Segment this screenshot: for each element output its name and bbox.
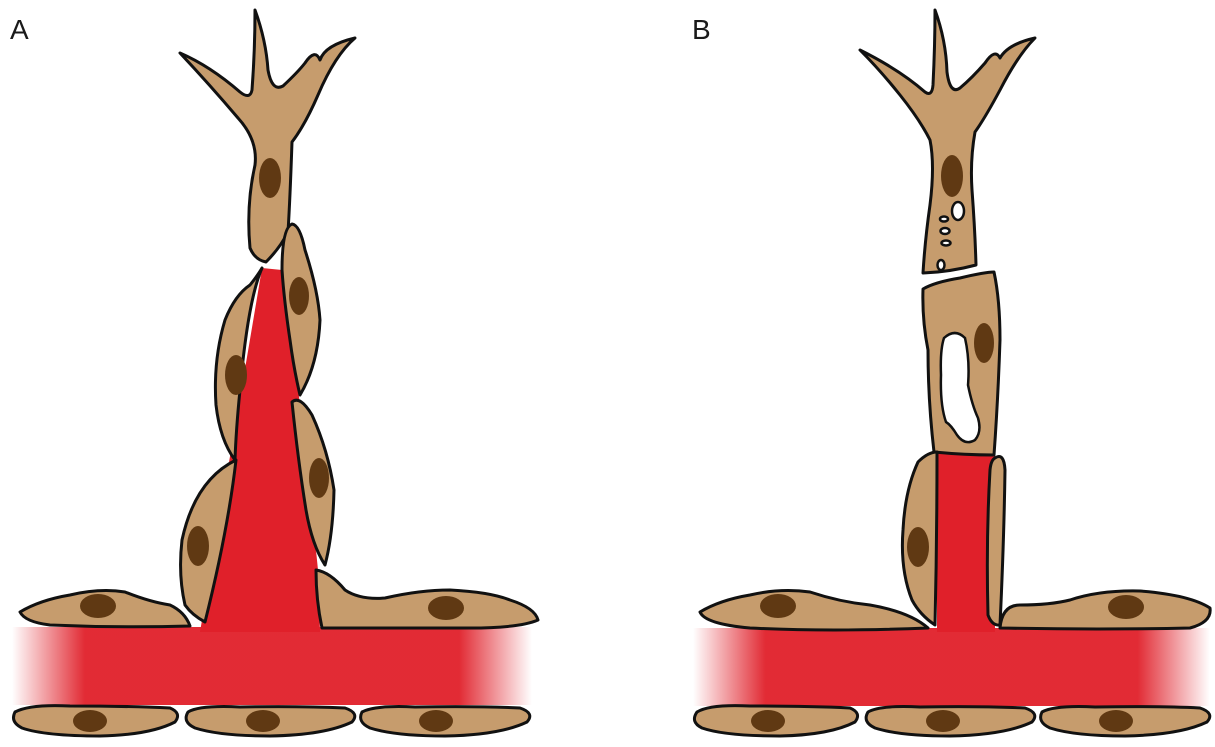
- endothelial-cell-bottom-1-nucleus: [73, 710, 107, 732]
- vacuole-2: [940, 217, 948, 222]
- panel-b: [693, 10, 1210, 736]
- stalk-cell-right-upper-nucleus: [289, 277, 309, 315]
- endothelial-cell-top-right-b: [1000, 591, 1210, 629]
- endothelial-cell-top-left-nucleus: [80, 594, 116, 618]
- tip-cell-nucleus: [259, 158, 281, 198]
- endothelial-cell-top-right-nucleus: [428, 596, 464, 620]
- endothelial-cell-top-right: [316, 570, 538, 628]
- endothelial-cell-top-left-b-nucleus: [760, 594, 796, 618]
- vacuole-1: [952, 202, 964, 220]
- vacuole-4: [942, 241, 951, 246]
- endothelial-cell-bottom-1-b-nucleus: [751, 710, 785, 732]
- stalk-cell-left-lower-nucleus: [187, 526, 209, 566]
- vacuole-3: [941, 228, 950, 234]
- endothelial-cell-top-left-b: [700, 591, 928, 630]
- panel-a-label: A: [10, 16, 29, 44]
- panel-a: [12, 10, 538, 736]
- parent-vessel-lumen-b: [693, 628, 1210, 706]
- stalk-cell-right-middle-nucleus: [309, 458, 329, 498]
- parent-vessel-lumen: [12, 627, 532, 705]
- vacuolated-cell-nucleus: [974, 323, 994, 363]
- tip-cell-b-nucleus: [941, 155, 963, 197]
- endothelial-cell-bottom-3-nucleus: [419, 710, 453, 732]
- stalk-cell-left-b-nucleus: [907, 527, 929, 567]
- endothelial-cell-bottom-3-b-nucleus: [1099, 710, 1133, 732]
- panel-b-label: B: [692, 16, 711, 44]
- stalk-cell-right-b: [987, 457, 1005, 626]
- endothelial-cell-bottom-2-nucleus: [246, 710, 280, 732]
- endothelial-cell-bottom-2-b-nucleus: [926, 710, 960, 732]
- tip-cell: [180, 10, 355, 262]
- endothelial-cell-top-right-b-nucleus: [1108, 595, 1144, 619]
- vacuole-5: [938, 260, 945, 270]
- stalk-cell-left-upper-nucleus: [225, 355, 247, 395]
